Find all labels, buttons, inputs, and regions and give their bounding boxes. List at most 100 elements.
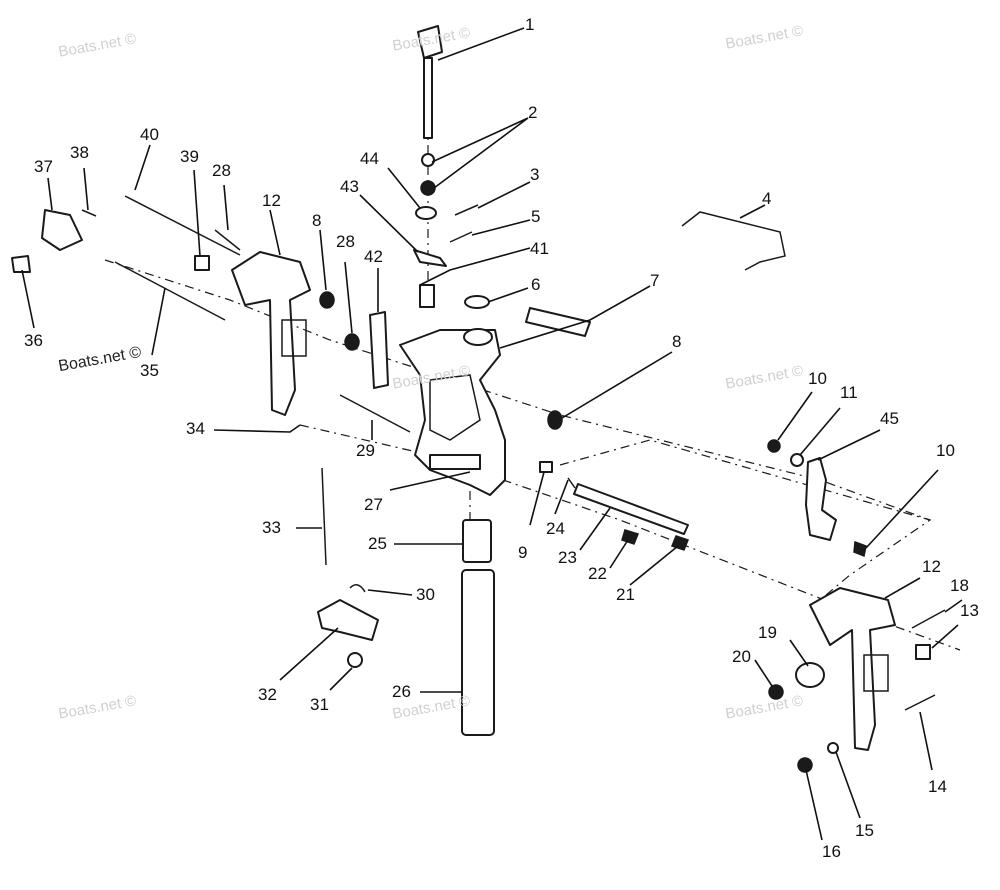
part-16-nut — [797, 757, 813, 773]
leader-10-bottom — [865, 469, 939, 549]
part-39-nut — [194, 255, 210, 271]
leader-28-left — [223, 184, 229, 231]
callout-18: 18 — [950, 576, 969, 595]
callout-21: 21 — [616, 585, 635, 604]
part-8-washer-right — [547, 410, 563, 430]
leader-1 — [437, 27, 525, 61]
part-18-bolt — [911, 609, 946, 629]
part-28-spacer — [344, 333, 360, 351]
leader-39 — [193, 169, 201, 257]
leader-12-left — [269, 209, 281, 256]
leader-35 — [151, 287, 166, 356]
part-26-swivel-tube — [461, 569, 495, 736]
part-8-washer-left — [319, 291, 335, 309]
part-24-pin — [567, 477, 576, 489]
leader-5 — [471, 219, 531, 236]
leader-16 — [805, 769, 823, 841]
part-4-link-rod — [681, 211, 786, 271]
part-10-screw-bottom — [853, 540, 867, 558]
callout-34: 34 — [186, 419, 205, 438]
callout-3: 3 — [530, 165, 540, 184]
callout-22: 22 — [588, 564, 607, 583]
callout-40: 40 — [140, 125, 159, 144]
assembly-centerline-lower — [299, 424, 961, 651]
callout-12-right: 12 — [922, 557, 941, 576]
callout-30: 30 — [416, 585, 435, 604]
callout-25: 25 — [368, 534, 387, 553]
leader-14 — [919, 711, 933, 771]
part-32-clamp — [317, 599, 379, 641]
leader-8-left — [319, 229, 327, 291]
callout-12-left: 12 — [262, 191, 281, 210]
callout-4: 4 — [762, 189, 772, 208]
leader-34 — [213, 424, 301, 433]
callout-44: 44 — [360, 149, 379, 168]
leader-36 — [21, 269, 35, 329]
callout-10-top: 10 — [808, 369, 827, 388]
assembly-bracket-outline — [559, 439, 932, 601]
leader-23 — [579, 507, 611, 551]
callout-5: 5 — [531, 207, 541, 226]
part-14-bolt — [904, 694, 936, 711]
callout-28-mid: 28 — [336, 232, 355, 251]
callout-14: 14 — [928, 777, 947, 796]
leader-13 — [931, 624, 959, 649]
part-37-lever — [41, 209, 83, 251]
part-6-washer — [464, 295, 490, 309]
leader-44 — [387, 167, 421, 209]
leader-28-mid — [344, 261, 353, 334]
callout-11: 11 — [840, 383, 858, 402]
part-12-right-stern-bracket — [809, 587, 896, 751]
callout-7: 7 — [650, 271, 660, 290]
leader-10-top — [777, 391, 813, 441]
leader-30 — [367, 589, 413, 596]
part-7-decal — [525, 307, 591, 337]
callout-41: 41 — [530, 239, 549, 258]
callout-31: 31 — [310, 695, 329, 714]
callout-32: 32 — [258, 685, 277, 704]
part-38-pin — [81, 209, 97, 217]
callout-38: 38 — [70, 143, 89, 162]
part-2-bushing-top — [421, 153, 435, 167]
part-22-fitting — [621, 529, 639, 545]
callout-1: 1 — [525, 15, 535, 34]
callout-16: 16 — [822, 842, 841, 861]
callout-39: 39 — [180, 147, 199, 166]
leader-43 — [359, 194, 419, 253]
leader-20 — [754, 659, 773, 687]
leader-40 — [134, 144, 151, 191]
leader-6 — [487, 287, 529, 303]
part-36-cap — [11, 255, 31, 273]
leader-31 — [329, 667, 353, 691]
leader-4 — [739, 204, 766, 219]
part-44-washer — [415, 206, 437, 220]
part-13-nut — [915, 644, 931, 660]
callout-9: 9 — [518, 543, 528, 562]
leader-38 — [83, 167, 89, 211]
callout-45: 45 — [880, 409, 899, 428]
leader-11 — [799, 407, 841, 456]
callout-42: 42 — [364, 247, 383, 266]
callout-10-bottom: 10 — [936, 441, 955, 460]
leader-27 — [389, 471, 471, 491]
callout-27: 27 — [364, 495, 383, 514]
part-3-pin — [454, 204, 479, 216]
part-20-nut — [768, 684, 784, 700]
part-29-pin — [339, 394, 411, 433]
part-5-spring-pin — [449, 231, 473, 243]
leader-45 — [817, 429, 881, 461]
leader-24 — [554, 479, 569, 515]
part-1-tilt-pin — [417, 25, 443, 139]
leader-7 — [499, 285, 651, 349]
part-9-nut — [539, 461, 553, 473]
leader-19 — [789, 639, 809, 667]
callout-29: 29 — [356, 441, 375, 460]
callout-24: 24 — [546, 519, 565, 538]
callout-33: 33 — [262, 518, 281, 537]
leader-3 — [477, 181, 531, 209]
leader-2 — [431, 117, 529, 189]
callout-20: 20 — [732, 647, 751, 666]
callout-37: 37 — [34, 157, 53, 176]
